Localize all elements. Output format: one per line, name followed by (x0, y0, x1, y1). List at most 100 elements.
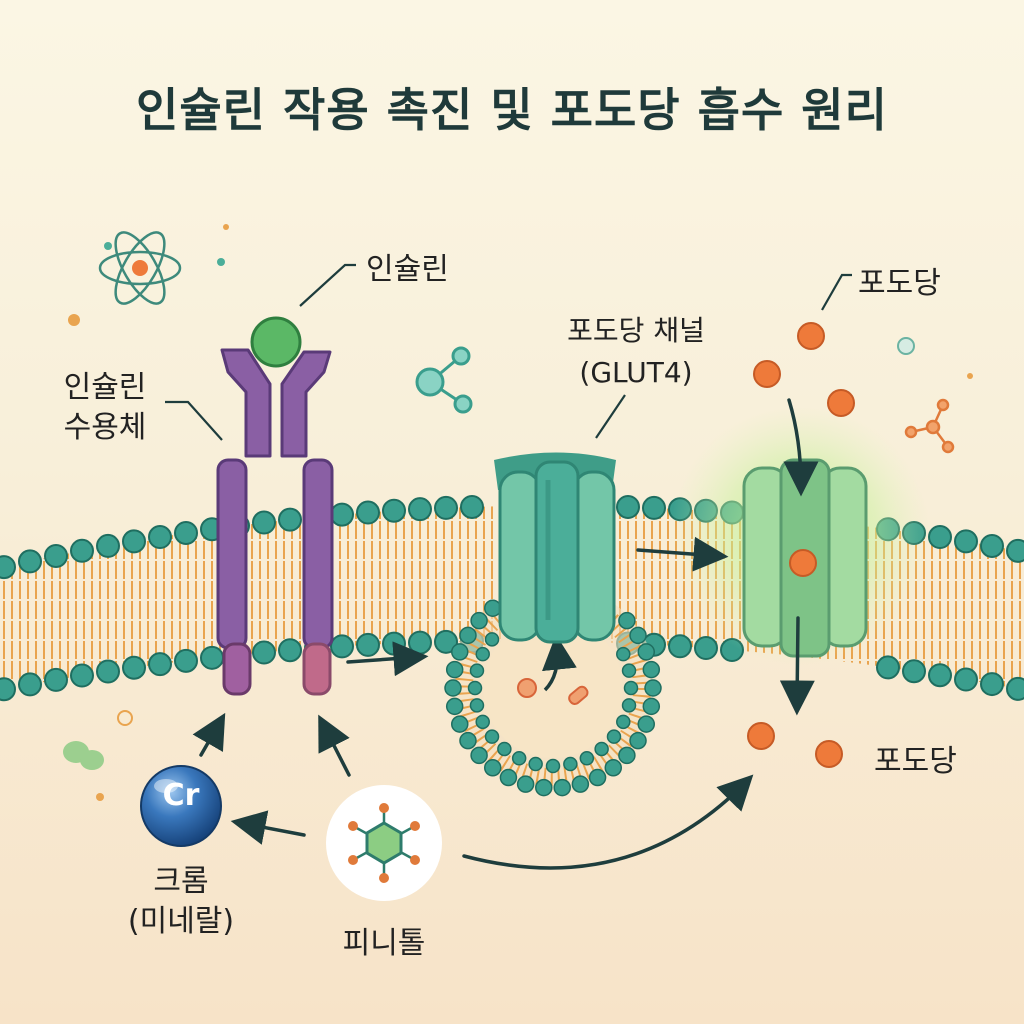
vesicle-head (445, 660, 464, 679)
vesicle-head (579, 751, 595, 766)
label-insulin: 인슐린 (366, 252, 449, 287)
vesicle-head (483, 599, 502, 617)
membrane-head (954, 529, 978, 554)
vesicle (444, 584, 662, 797)
membrane-head (70, 663, 94, 688)
membrane-head (382, 631, 406, 656)
page-title: 인슐린 작용 촉진 및 포도당 흡수 원리 (136, 83, 888, 137)
membrane-head (356, 632, 380, 657)
label-chromium: 크롬 (미네랄) (106, 862, 256, 942)
vesicle-head (484, 632, 500, 647)
decor-dot (68, 314, 80, 326)
membrane-head (252, 510, 276, 535)
atom-icon (98, 231, 182, 305)
membrane-head (122, 529, 146, 554)
decor-dot (117, 710, 133, 726)
label-glut4: 포도당 채널 (GLUT4) (536, 310, 736, 394)
vesicle-head (535, 778, 553, 797)
leader-line-glucose (821, 273, 852, 311)
membrane-head (200, 645, 224, 670)
vesicle-head (499, 768, 518, 787)
membrane-head (434, 629, 458, 654)
arrow-curve-icon (462, 774, 754, 870)
vesicle-head (483, 759, 502, 777)
membrane-head (408, 630, 432, 655)
membrane-head (408, 497, 432, 522)
leader-lines (165, 263, 852, 441)
membrane-head (174, 520, 198, 545)
vesicle-head (475, 646, 490, 662)
label-chromium-line2: (미네랄) (127, 904, 235, 939)
arrow-up-icon (318, 714, 351, 777)
arrow-right-icon (636, 536, 729, 572)
vesicle-head (571, 775, 590, 793)
vesicle-head (629, 626, 647, 645)
vesicle-head (528, 756, 543, 772)
decor-dot (217, 258, 225, 266)
membrane-head (980, 672, 1004, 697)
arrow-left-icon (230, 810, 306, 845)
vesicle-head (588, 768, 607, 787)
glucose-molecule (517, 678, 537, 698)
pinitol-molecule (326, 785, 442, 901)
membrane-head (18, 672, 42, 697)
vesicle-head (470, 746, 488, 765)
insulin-molecule (250, 316, 302, 368)
vesicle-head (594, 741, 609, 757)
membrane-head (0, 555, 16, 580)
label-glut4-line1: 포도당 채널 (567, 314, 705, 347)
membrane-head (18, 549, 42, 574)
vesicle-head (475, 714, 490, 730)
membrane-head (96, 659, 120, 684)
membrane-head (148, 525, 172, 550)
vesicle-head (563, 756, 578, 772)
glucose-molecule (789, 549, 817, 577)
label-insulin-receptor: 인슐린 수용체 (40, 368, 170, 448)
vesicle-head (629, 731, 647, 750)
glucose-cluster-bottom (747, 722, 843, 768)
vesicle-head (497, 741, 512, 757)
membrane-head (876, 655, 900, 680)
glucose-molecule (827, 389, 855, 417)
leader-line-insulin (299, 263, 356, 307)
membrane-head (434, 495, 458, 520)
label-receptor-line2: 수용체 (63, 410, 147, 445)
vesicle-head (642, 660, 661, 679)
membrane-head (616, 494, 640, 519)
vesicle-head (451, 643, 469, 661)
vesicle-head (616, 646, 631, 662)
vesicle-head (445, 697, 464, 716)
glucose-cluster-top (753, 322, 855, 417)
membrane-head (954, 667, 978, 692)
membrane-head (174, 648, 198, 673)
leader-line-receptor (165, 400, 223, 441)
vesicle-head (459, 626, 477, 645)
vesicle-head (516, 775, 535, 793)
label-chromium-line1: 크롬 (153, 864, 209, 899)
vesicle-head (637, 715, 655, 733)
membrane-head (642, 495, 666, 520)
vesicle-head (469, 698, 485, 713)
membrane-head (0, 677, 16, 702)
vesicle-head (470, 611, 488, 630)
membrane-head (1006, 538, 1024, 563)
membrane-head (122, 655, 146, 680)
membrane-head (928, 525, 952, 550)
vesicle-head (642, 697, 661, 716)
membrane-head (356, 500, 380, 525)
glut4-channel-active (670, 405, 930, 665)
membrane-head (928, 663, 952, 688)
vesicle-head (606, 729, 622, 744)
arrow-up-icon (192, 712, 226, 757)
membrane-head (278, 638, 302, 663)
vesicle-head (637, 643, 655, 661)
glucose-molecule (797, 322, 825, 350)
vesicle-head (469, 663, 485, 678)
glucose-molecule (815, 740, 843, 768)
vesicle-head (467, 680, 483, 696)
membrane-head (382, 498, 406, 523)
membrane-head (980, 533, 1004, 558)
label-glucose-bottom: 포도당 (874, 744, 957, 779)
vesicle-head (618, 611, 636, 630)
